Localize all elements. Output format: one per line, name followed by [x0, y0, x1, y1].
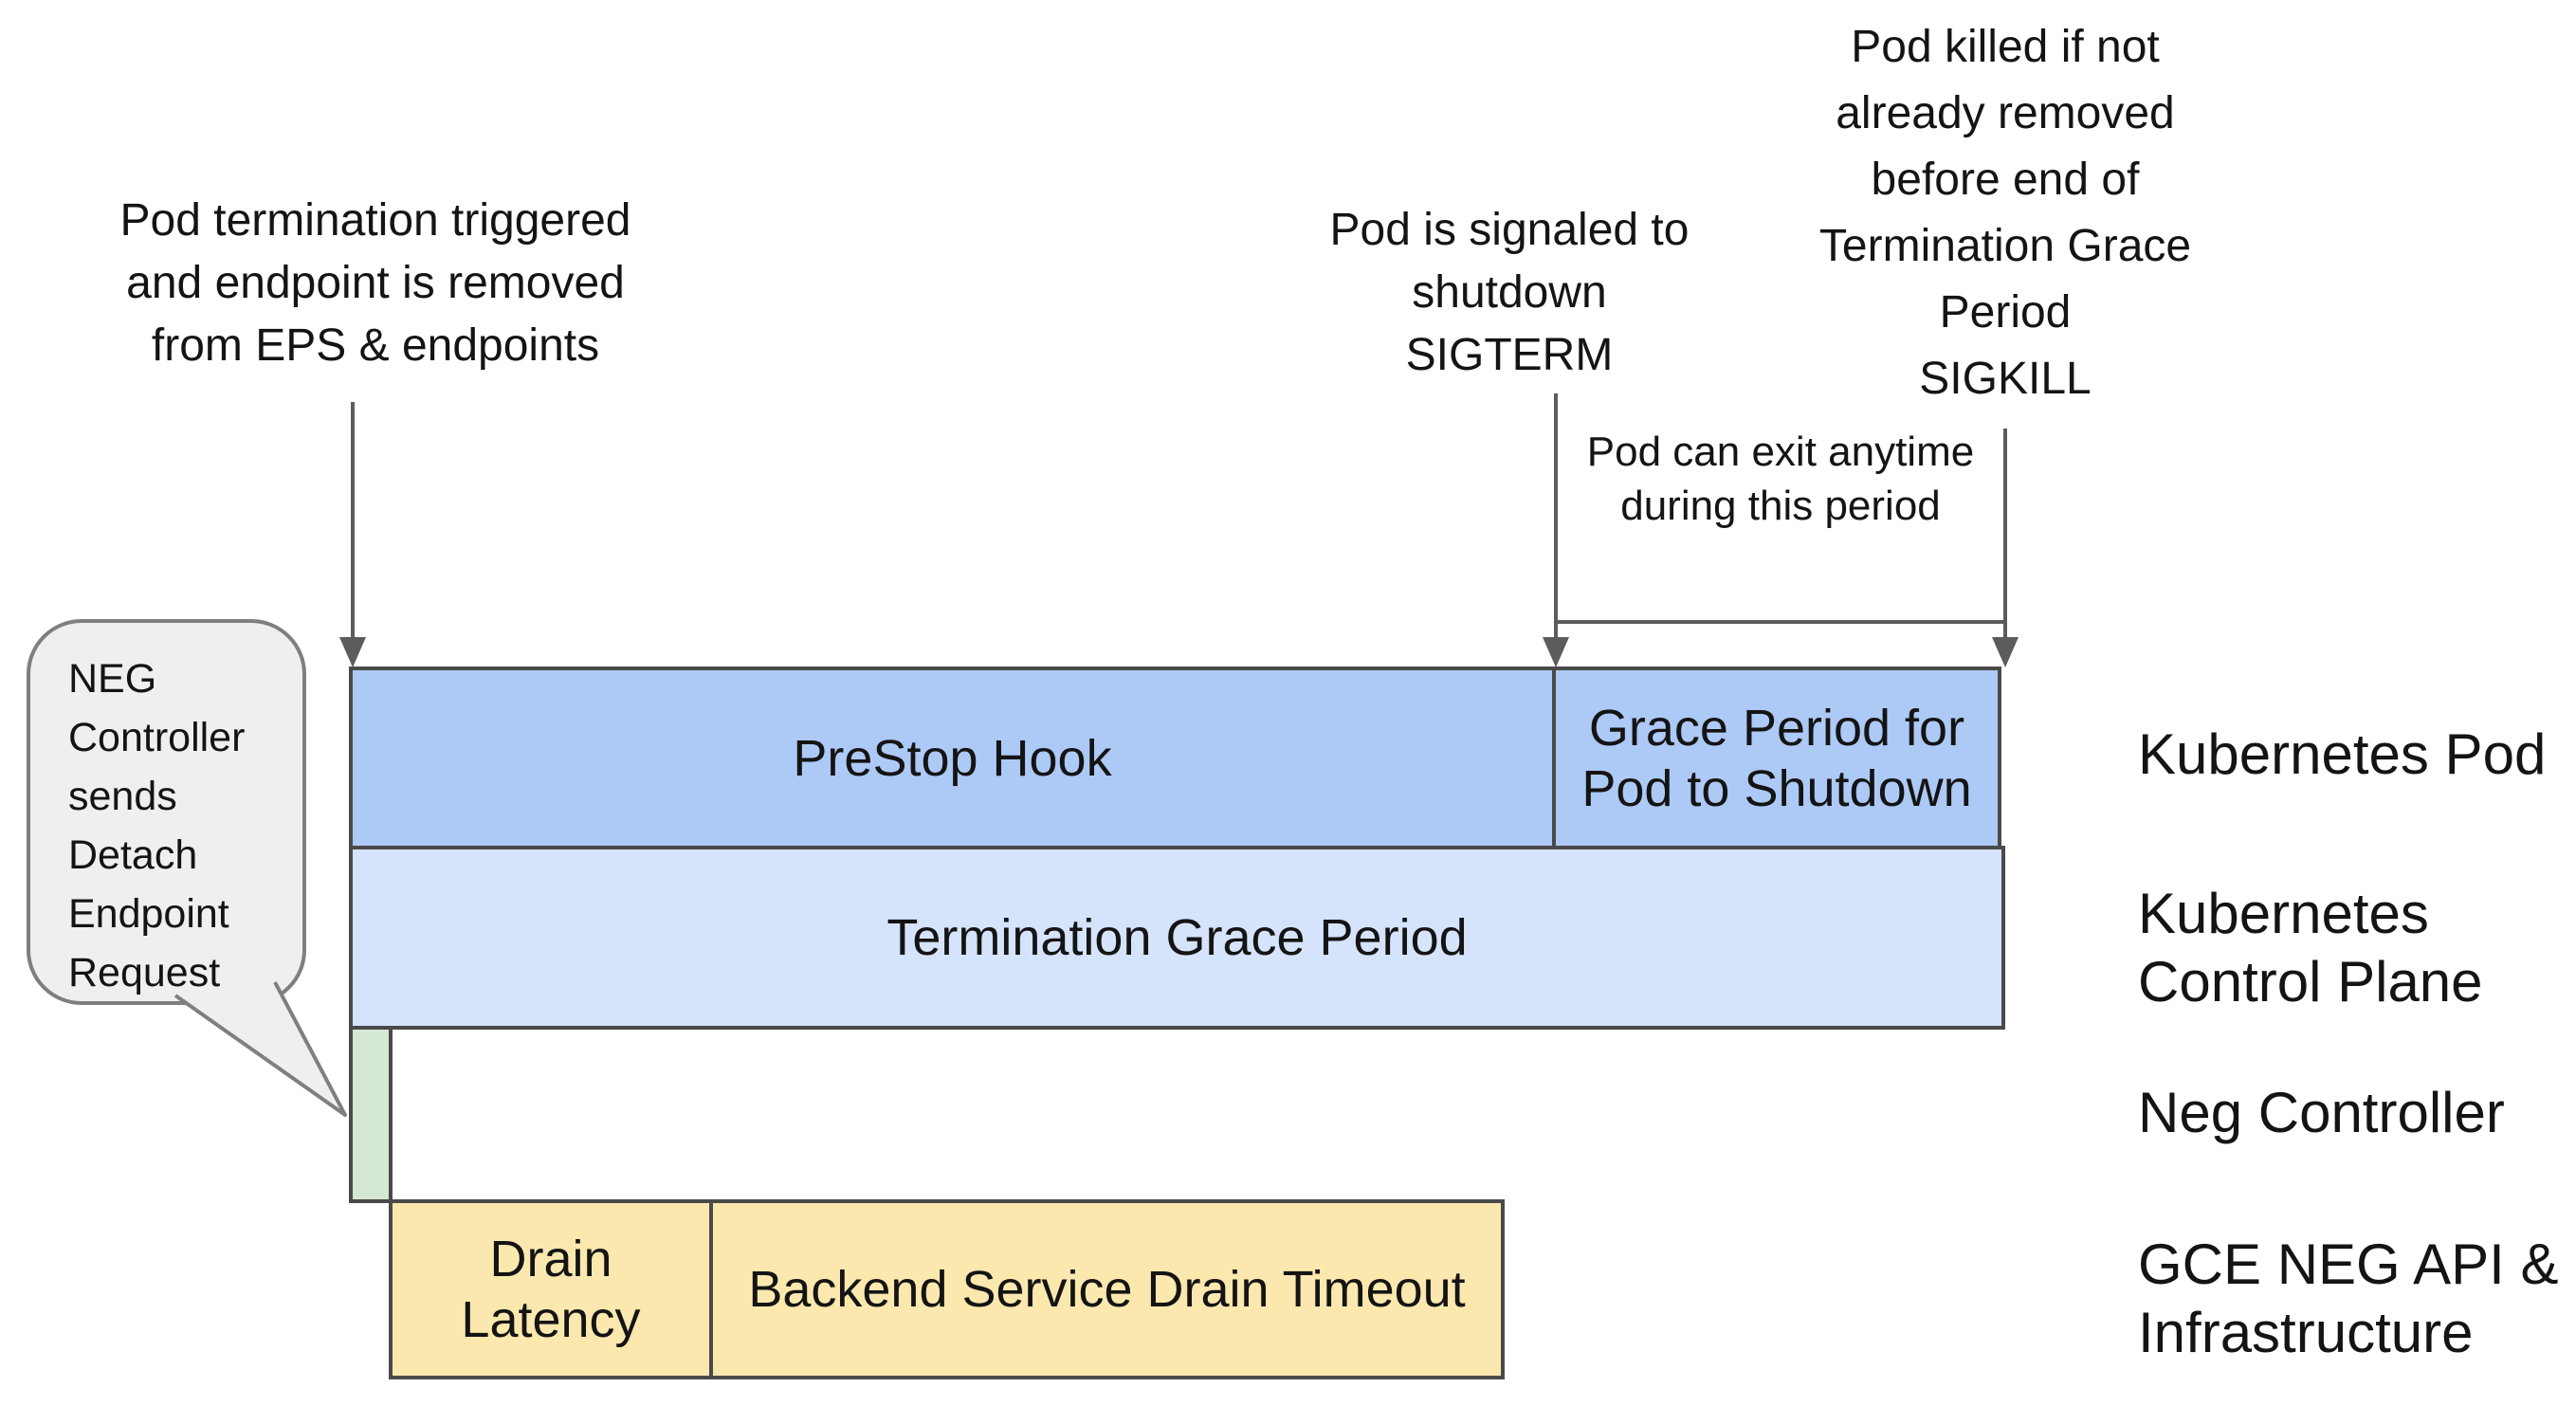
bubble-line: NEG [68, 656, 157, 702]
gce-neg-bar: Drain Latency Backend Service Drain Time… [389, 1199, 1505, 1379]
grace-period-segment: Grace Period for Pod to Shutdown [1552, 666, 2001, 849]
annotation-line: SIGTERM [1405, 330, 1614, 380]
annotation-line: shutdown [1412, 267, 1607, 318]
down-arrow-icon [1543, 637, 1569, 667]
annotation-line: Pod is signaled to [1329, 205, 1690, 255]
annotation-line: Period [1939, 287, 2072, 338]
row-label-line: Kubernetes Pod [2138, 722, 2547, 786]
backend-drain-timeout-segment: Backend Service Drain Timeout [709, 1199, 1505, 1379]
termination-trigger-arrow-line [351, 402, 355, 639]
kubernetes-pod-bar: PreStop Hook Grace Period for Pod to Shu… [349, 666, 2001, 849]
row-label-line: Kubernetes [2138, 882, 2429, 945]
annotation-line: SIGKILL [1919, 354, 2092, 404]
neg-controller-bar [349, 1026, 393, 1203]
annotation-line: Pod termination triggered [119, 195, 631, 246]
neg-controller-callout-bubble: NEG Controller sends Detach Endpoint Req… [27, 619, 306, 1005]
annotation-line: before end of [1871, 155, 2140, 205]
annotation-line: already removed [1836, 88, 2175, 138]
drain-latency-segment: Drain Latency [389, 1199, 713, 1379]
neg-controller-segment [349, 1026, 393, 1203]
segment-label: PreStop Hook [793, 729, 1112, 787]
annotation-pod-can-exit: Pod can exit anytime during this period [1496, 425, 2065, 533]
row-label-line: GCE NEG API & [2138, 1233, 2559, 1296]
annotation-line: Pod can exit anytime [1586, 429, 1975, 475]
annotation-line: and endpoint is removed [126, 258, 625, 308]
bubble-line: sends [68, 774, 177, 819]
annotation-sigterm: Pod is signaled to shutdown SIGTERM [1225, 199, 1794, 387]
annotation-sigkill: Pod killed if not already removed before… [1692, 14, 2318, 412]
segment-label: Backend Service Drain Timeout [748, 1261, 1466, 1318]
row-label-neg-controller: Neg Controller [2138, 1079, 2505, 1147]
down-arrow-icon [1992, 637, 2019, 667]
row-label-line: Infrastructure [2138, 1301, 2474, 1364]
sigterm-arrow-line [1554, 393, 1558, 639]
row-label-line: Control Plane [2138, 950, 2483, 1013]
prestop-hook-segment: PreStop Hook [349, 666, 1556, 849]
segment-label: Termination Grace Period [886, 909, 1468, 966]
bubble-line: Endpoint [68, 891, 229, 937]
annotation-line: during this period [1620, 483, 1941, 529]
exit-window-bracket-line [1556, 620, 2005, 624]
bubble-line: Request [68, 950, 221, 995]
annotation-line: Pod killed if not [1851, 22, 2160, 72]
row-label-kubernetes-pod: Kubernetes Pod [2138, 721, 2546, 789]
bubble-line: Controller [68, 715, 246, 760]
control-plane-bar: Termination Grace Period [349, 846, 2005, 1030]
annotation-termination-trigger: Pod termination triggered and endpoint i… [44, 190, 707, 377]
annotation-line: Termination Grace [1818, 221, 2192, 271]
down-arrow-icon [339, 637, 366, 667]
annotation-line: from EPS & endpoints [151, 320, 600, 371]
termination-grace-period-segment: Termination Grace Period [349, 846, 2005, 1030]
row-label-kubernetes-control-plane: Kubernetes Control Plane [2138, 880, 2483, 1016]
segment-label: Drain Latency [461, 1231, 641, 1348]
segment-label: Grace Period for Pod to Shutdown [1581, 699, 1972, 817]
bubble-line: Detach [68, 832, 198, 878]
sigkill-arrow-line [2003, 429, 2007, 639]
row-label-gce-neg-api: GCE NEG API & Infrastructure [2138, 1231, 2558, 1367]
row-label-line: Neg Controller [2138, 1081, 2505, 1144]
